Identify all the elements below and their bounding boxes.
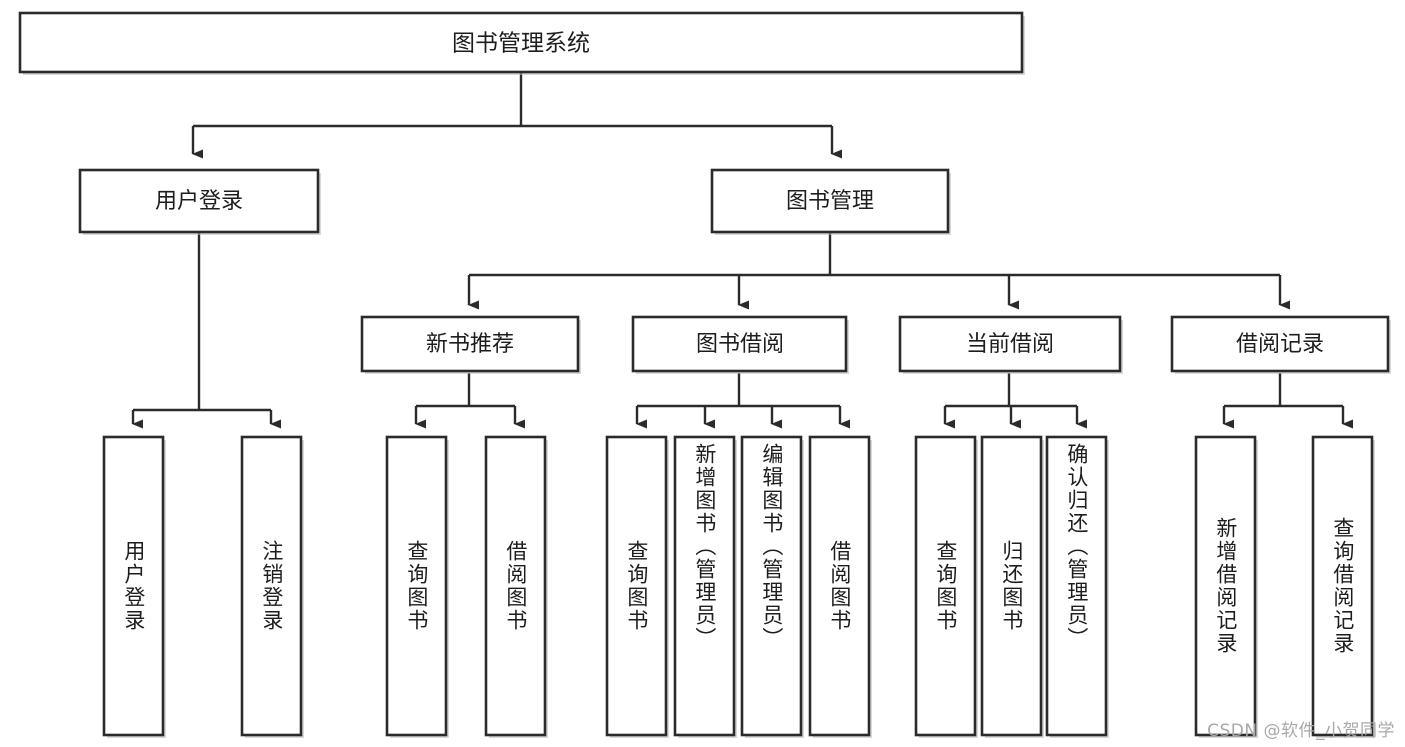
node-new-book-recommend[interactable]: 新书推荐 xyxy=(360,315,581,374)
node-label-new-book-recommend: 新书推荐 xyxy=(426,332,514,357)
node-leaf-bb-edit-book[interactable] xyxy=(740,435,804,738)
node-leaf-bb-borrow-book[interactable] xyxy=(808,435,872,738)
node-leaf-bb-query-book[interactable] xyxy=(605,435,669,738)
node-user-login[interactable]: 用户登录 xyxy=(78,168,321,235)
node-leaf-nb-query-book[interactable] xyxy=(385,435,449,738)
node-leaf-cb-query-book[interactable] xyxy=(914,435,978,738)
watermark-text: CSDN @软件_小贺同学 xyxy=(1207,721,1395,741)
node-leaf-cb-return-book[interactable] xyxy=(980,435,1044,738)
node-leaf-nb-borrow-book[interactable] xyxy=(484,435,548,738)
node-leaf-logout[interactable] xyxy=(240,435,304,738)
connector-layer xyxy=(131,72,1353,429)
node-leaf-br-query-record[interactable] xyxy=(1311,435,1375,738)
node-leaf-br-add-record[interactable] xyxy=(1194,435,1258,738)
node-label-borrow-record: 借阅记录 xyxy=(1236,332,1324,357)
leaf-box-layer xyxy=(102,435,1375,738)
node-current-borrow[interactable]: 当前借阅 xyxy=(898,315,1123,374)
node-label-current-borrow: 当前借阅 xyxy=(966,332,1054,357)
node-label-user-login: 用户登录 xyxy=(155,189,243,214)
node-label-book-management: 图书管理 xyxy=(786,189,874,214)
node-book-management[interactable]: 图书管理 xyxy=(710,168,951,235)
node-leaf-cb-confirm-return[interactable] xyxy=(1045,435,1109,738)
node-borrow-record[interactable]: 借阅记录 xyxy=(1170,315,1391,374)
node-label-book-borrow: 图书借阅 xyxy=(696,332,784,357)
node-label-root: 图书管理系统 xyxy=(452,31,590,57)
node-book-borrow[interactable]: 图书借阅 xyxy=(631,315,849,374)
node-leaf-bb-add-book[interactable] xyxy=(673,435,737,738)
node-leaf-user-login[interactable] xyxy=(102,435,166,738)
node-root-book-management-system[interactable]: 图书管理系统 xyxy=(18,11,1025,75)
